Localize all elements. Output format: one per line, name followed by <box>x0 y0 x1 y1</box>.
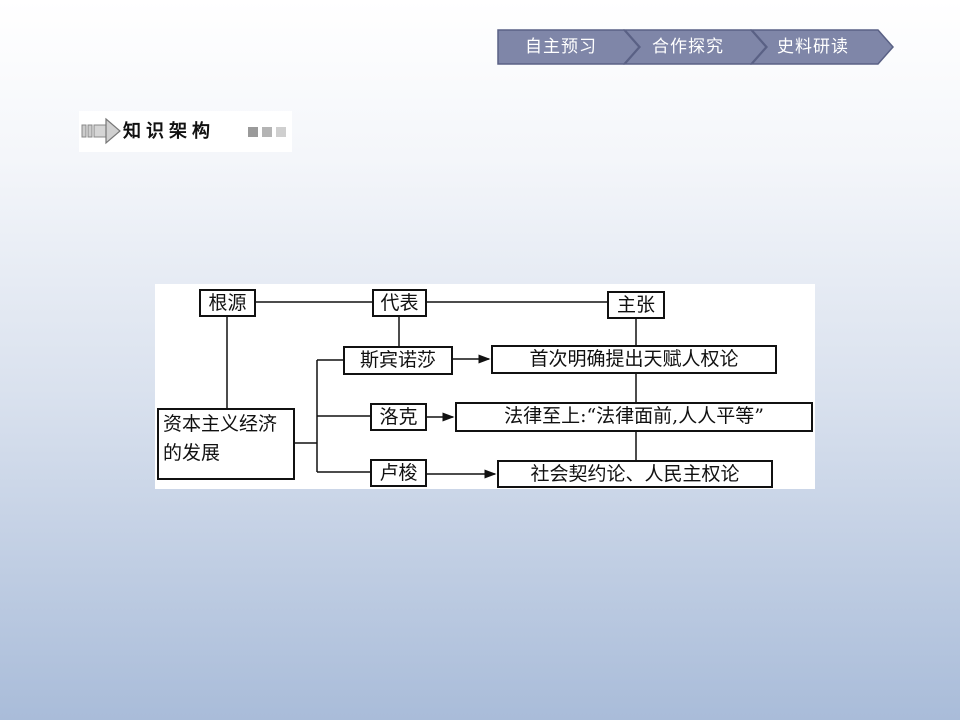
header-claim: 主张 <box>607 291 665 319</box>
header-representative: 代表 <box>372 289 427 317</box>
top-navigation: 自主预习 合作探究 史料研读 <box>497 29 897 65</box>
nav-tab-self-study[interactable]: 自主预习 <box>525 37 597 57</box>
nav-ribbon-shape <box>497 29 895 65</box>
person-rousseau: 卢梭 <box>370 459 427 487</box>
header-root: 根源 <box>199 289 256 317</box>
section-title: 知识架构 <box>123 121 215 142</box>
arrow-pointer-icon <box>81 117 121 145</box>
claim-spinoza: 首次明确提出天赋人权论 <box>491 345 777 374</box>
source-box: 资本主义经济的发展 <box>157 408 295 480</box>
nav-tab-3-shape <box>750 29 895 65</box>
claim-locke: 法律至上:“法律面前,人人平等” <box>455 402 813 432</box>
knowledge-diagram: 根源 代表 主张 资本主义经济的发展 斯宾诺莎 洛克 卢梭 首次明确提出天赋人权… <box>155 284 815 489</box>
trailing-squares-icon <box>248 127 286 137</box>
section-header: 知识架构 <box>79 111 292 152</box>
nav-tab-historical-materials[interactable]: 史料研读 <box>777 37 849 57</box>
person-spinoza: 斯宾诺莎 <box>343 346 453 375</box>
claim-rousseau: 社会契约论、人民主权论 <box>497 460 773 488</box>
nav-tab-cooperative-inquiry[interactable]: 合作探究 <box>652 37 724 57</box>
diagram-connectors <box>226 301 637 479</box>
person-locke: 洛克 <box>370 403 427 431</box>
section-decor <box>81 117 286 145</box>
